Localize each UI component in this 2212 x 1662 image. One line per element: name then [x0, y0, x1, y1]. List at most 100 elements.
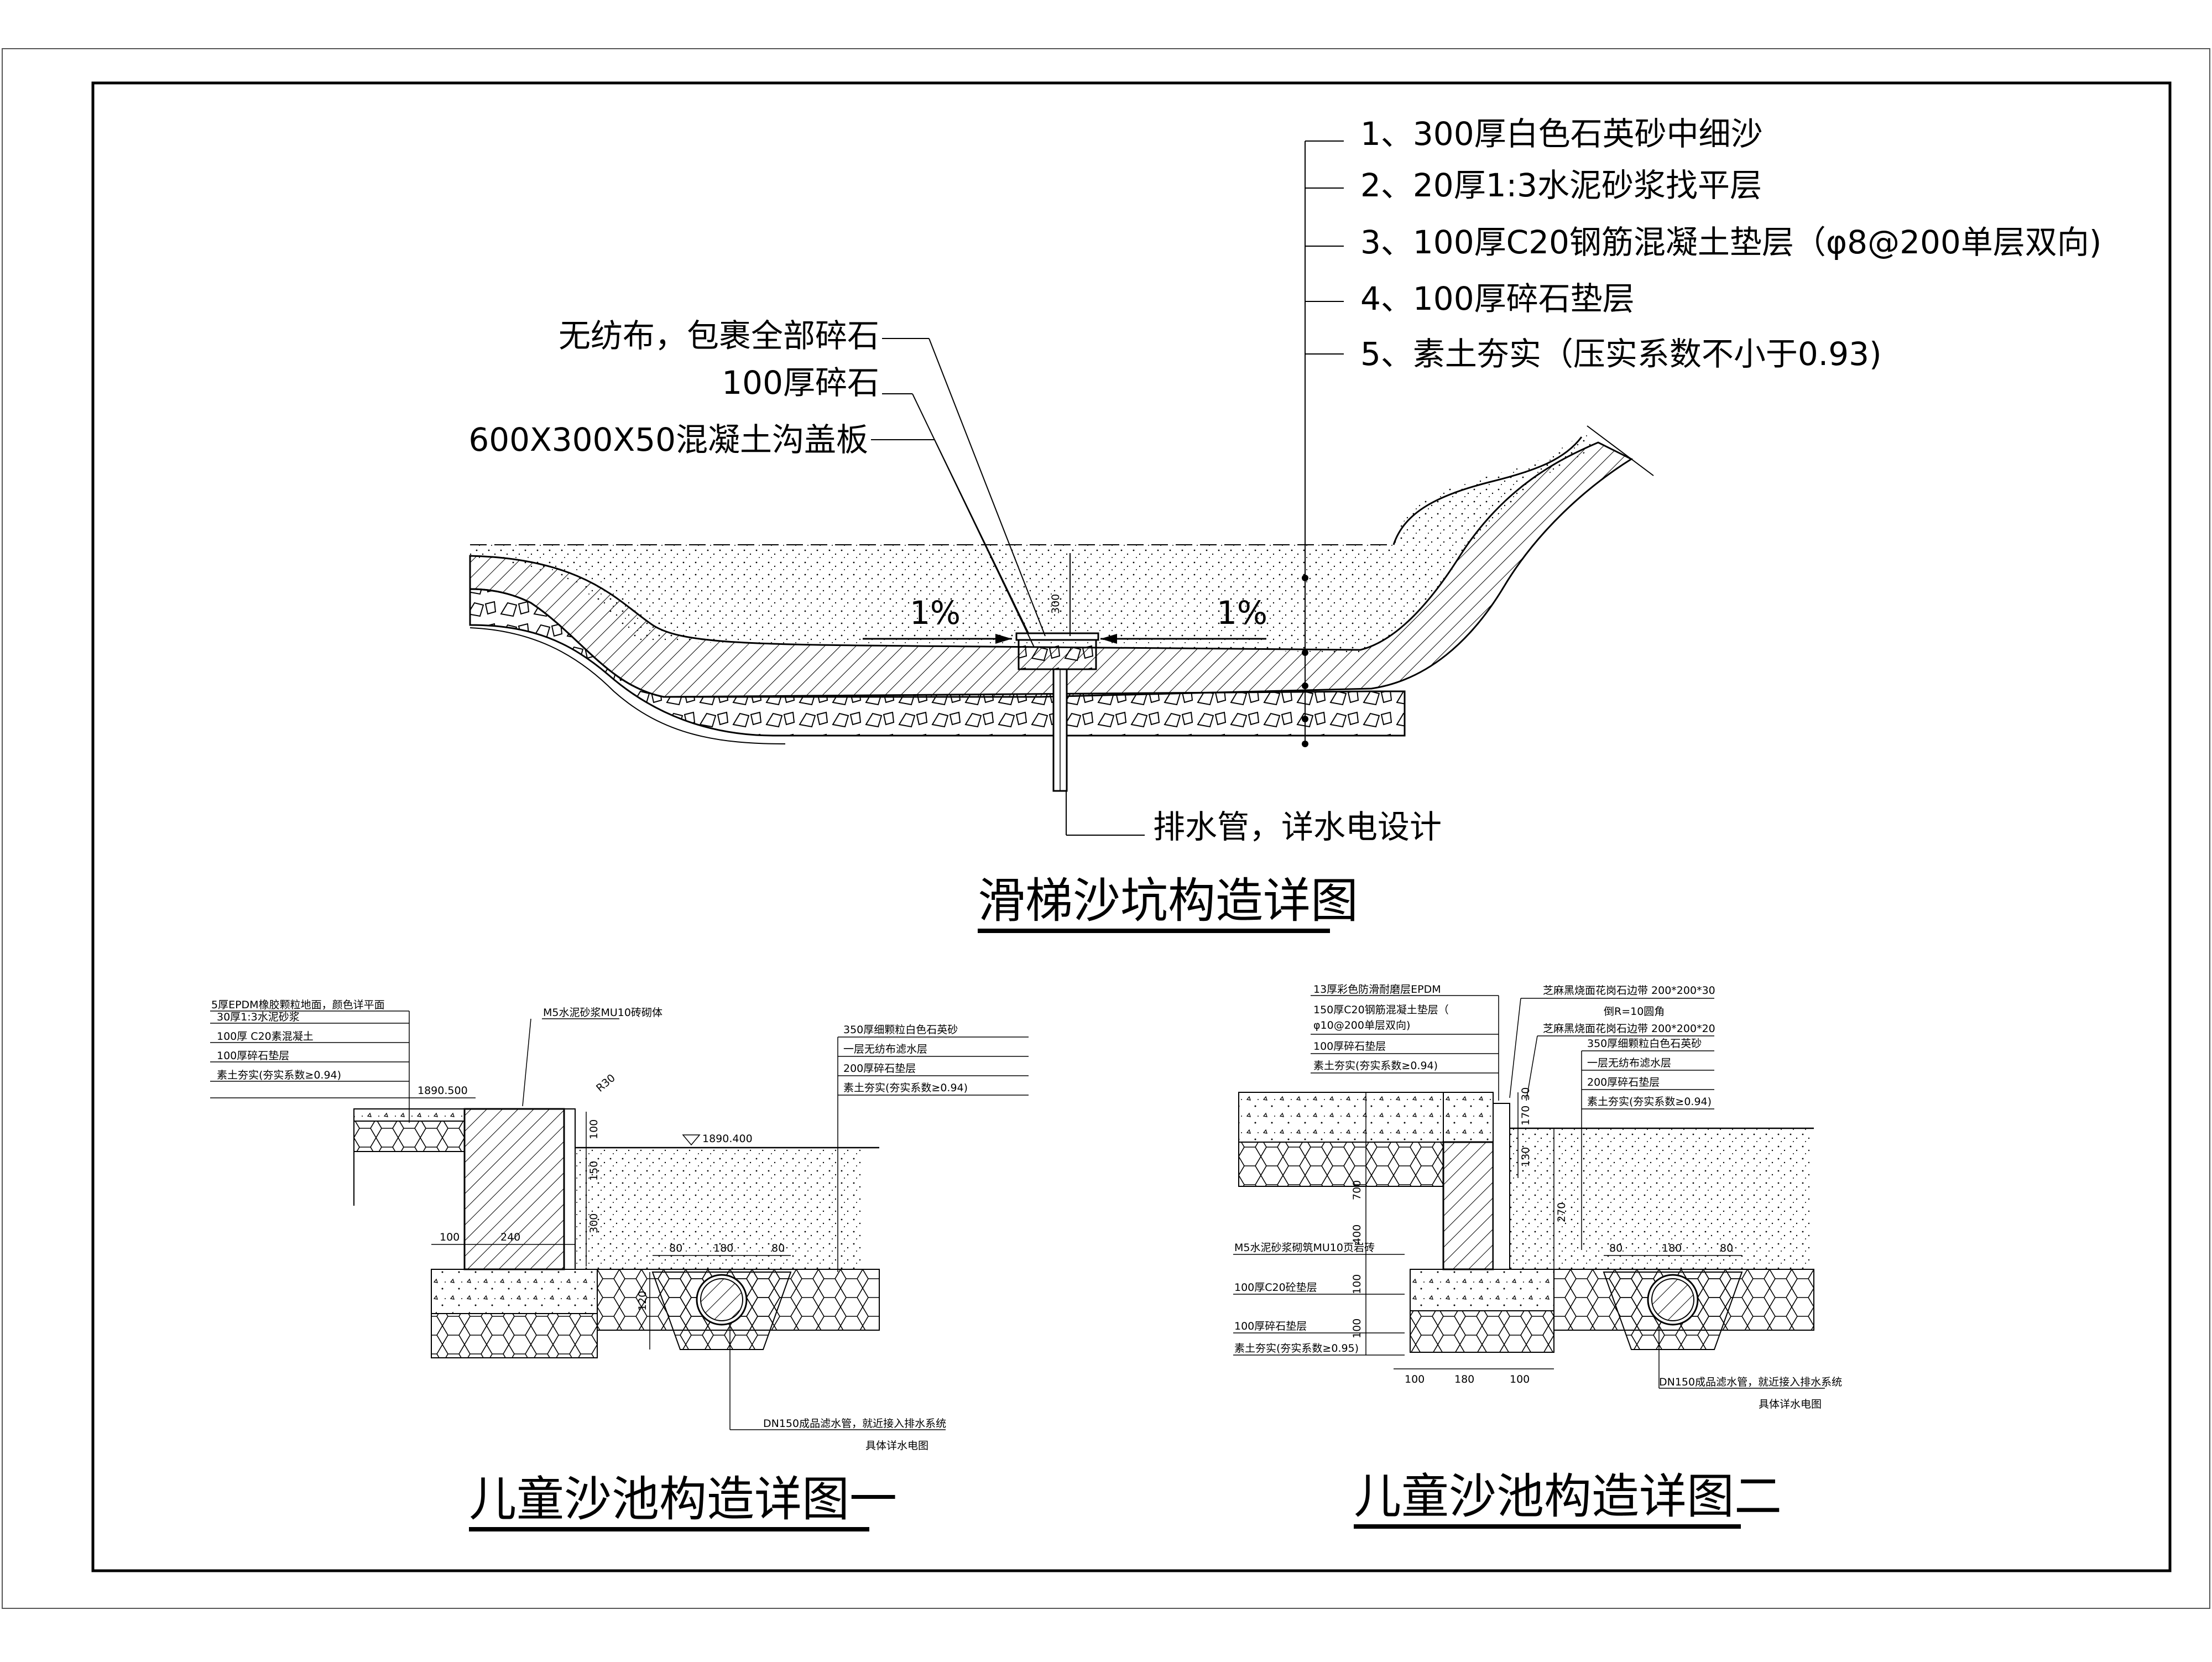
sandbox2-lower-notes: M5水泥砂浆砌筑MU10页岩砖 100厚C20砼垫层 100厚碎石垫层 素土夯实…	[1233, 1242, 1405, 1356]
sb2-dim-9: 100	[1405, 1373, 1425, 1385]
sb2-low-1: M5水泥砂浆砌筑MU10页岩砖	[1234, 1242, 1375, 1254]
inner-frame	[91, 81, 2172, 1572]
sandbox2-section: 13厚彩色防滑耐磨层EPDM 150厚C20钢筋混凝土垫层（ φ10@200单层…	[1233, 983, 1842, 1529]
sb2-pipe-note-2: 具体详水电图	[1759, 1398, 1822, 1410]
note-leader-a	[928, 338, 1046, 637]
sb1-note-3: 100厚 C20素混凝土	[217, 1030, 314, 1043]
slope-arrowhead-left	[995, 634, 1012, 644]
sb1-note-4: 100厚碎石垫层	[217, 1050, 289, 1062]
slide-pit-title: 滑梯沙坑构造详图	[978, 873, 1358, 929]
sandbox2-top-notes: 芝麻黑烧面花岗石边带 200*200*30 倒R=10圆角 芝麻黑烧面花岗石边带…	[1509, 984, 1715, 1250]
leader-dot-4	[1302, 716, 1308, 722]
sb2-dim-13: 180	[1662, 1242, 1682, 1254]
sb2-dim-11: 100	[1510, 1373, 1530, 1385]
sb1-r-label: R30	[594, 1072, 618, 1095]
sb2-note-2: 150厚C20钢筋混凝土垫层（	[1313, 1004, 1449, 1016]
sb2-note-5: 素土夯实(夯实系数≥0.94)	[1313, 1060, 1438, 1072]
sb2-top-4: 350厚细颗粒白色石英砂	[1587, 1038, 1702, 1050]
sandbox1-left-notes: 5厚EPDM橡胶颗粒地面，颜色详平面 30厚1:3水泥砂浆 100厚 C20素混…	[210, 999, 410, 1123]
sb1-wall-cap	[564, 1108, 576, 1270]
sb2-pipe-inner	[1651, 1278, 1694, 1321]
slide-pit-section: 1% 1% 300 1、300厚白色石英砂中细沙 2、20厚1:3水泥砂浆找平层…	[468, 115, 2101, 933]
layer-note-5: 5、素土夯实（压实系数不小于0.93)	[1360, 335, 1882, 373]
sb1-left-gravel	[353, 1121, 465, 1152]
sb2-dim-3: 130	[1520, 1147, 1532, 1167]
sb1-wall-leader	[522, 1018, 531, 1107]
slope-left-label: 1%	[910, 594, 961, 632]
sb2-dim-6: 100	[1351, 1274, 1363, 1294]
sb1-pipe-note-1: DN150成品滤水管，就近接入排水系统	[763, 1418, 946, 1430]
sb1-dim-7: 180	[713, 1242, 733, 1254]
drain-trench	[1018, 635, 1097, 670]
sb1-rnote-2: 一层无纺布滤水层	[843, 1043, 927, 1055]
slope-arrowhead-right	[1100, 634, 1117, 644]
slide-edge-hatch	[1587, 425, 1654, 476]
sb2-edge-block	[1443, 1092, 1494, 1143]
sb1-note-5: 素土夯实(夯实系数≥0.94)	[217, 1069, 341, 1081]
sb2-top-2: 倒R=10圆角	[1604, 1005, 1665, 1018]
sb1-foundation-gravel	[431, 1313, 598, 1358]
sb1-sand	[575, 1148, 863, 1269]
sb2-brick-wall	[1442, 1141, 1494, 1270]
sb2-note-4: 100厚碎石垫层	[1313, 1040, 1386, 1053]
pit-note-geotextile: 无纺布，包裹全部碎石	[559, 317, 879, 355]
sb1-wall-note: M5水泥砂浆MU10砖砌体	[543, 1007, 662, 1019]
trench-cover-plate	[1015, 632, 1099, 641]
sb2-left-gravel	[1238, 1142, 1444, 1187]
sb2-dim-10: 180	[1454, 1373, 1474, 1385]
sb1-rnote-3: 200厚碎石垫层	[843, 1062, 916, 1075]
gravel-layer	[469, 588, 1406, 737]
sb1-left-soil-edge	[353, 1151, 465, 1206]
sb2-dimensions: 30 170 130 700 400 100 100 270 100 180 1…	[1351, 1087, 1742, 1385]
sb2-wall-liner	[1493, 1103, 1510, 1270]
leader-dot-5	[1302, 741, 1308, 747]
sb1-epdm-layer	[353, 1108, 465, 1122]
pit-drain-note: 排水管，详水电设计	[1153, 808, 1442, 846]
sb2-low-2: 100厚C20砼垫层	[1234, 1281, 1317, 1294]
sb2-top-7: 素土夯实(夯实系数≥0.94)	[1587, 1096, 1712, 1108]
sandbox2-title: 儿童沙池构造详图二	[1354, 1469, 1782, 1524]
sandbox1-right-notes: 350厚细颗粒白色石英砂 一层无纺布滤水层 200厚碎石垫层 素土夯实(夯实系数…	[837, 1024, 1029, 1272]
sb2-low-4: 素土夯实(夯实系数≥0.95)	[1234, 1342, 1359, 1354]
sb2-dim-5: 400	[1351, 1225, 1363, 1244]
sb2-note-3: φ10@200单层双向)	[1313, 1019, 1410, 1031]
sb2-dim-8: 270	[1556, 1202, 1568, 1222]
outer-frame	[2, 48, 2210, 1609]
note-leader-c	[934, 439, 1029, 634]
sb2-note-1: 13厚彩色防滑耐磨层EPDM	[1313, 983, 1441, 996]
sandbox1-title: 儿童沙池构造详图一	[469, 1472, 897, 1527]
sb1-dim-3: 300	[588, 1213, 600, 1233]
sb2-left-slab	[1238, 1092, 1444, 1143]
sb2-top-1: 芝麻黑烧面花岗石边带 200*200*30	[1543, 984, 1715, 997]
sb1-dimensions: 100 150 300 100 240 80 180 80 120	[431, 1112, 791, 1350]
sb2-dim-14: 80	[1720, 1242, 1733, 1254]
leader-dot-1	[1302, 575, 1308, 581]
sb1-brick-wall	[463, 1108, 565, 1270]
sb2-dim-4: 700	[1351, 1180, 1363, 1200]
sb1-dim-8: 80	[771, 1242, 785, 1254]
pit-note-cover: 600X300X50混凝土沟盖板	[468, 421, 868, 459]
sb2-sand	[1510, 1128, 1814, 1269]
sandbox2-left-notes: 13厚彩色防滑耐磨层EPDM 150厚C20钢筋混凝土垫层（ φ10@200单层…	[1311, 983, 1499, 1101]
sb1-note-1: 5厚EPDM橡胶颗粒地面，颜色详平面	[211, 999, 385, 1011]
layer-note-2: 2、20厚1:3水泥砂浆找平层	[1360, 166, 1762, 204]
sb2-foundation-concrete	[1410, 1269, 1554, 1311]
layer-note-1: 1、300厚白色石英砂中细沙	[1360, 115, 1763, 153]
sand-fill	[470, 431, 1593, 653]
sb1-pipe-inner	[700, 1278, 743, 1321]
sb1-dim-9: 120	[637, 1291, 649, 1311]
sandbox1-section: 5厚EPDM橡胶颗粒地面，颜色详平面 30厚1:3水泥砂浆 100厚 C20素混…	[210, 999, 1029, 1531]
sb1-rnote-4: 素土夯实(夯实系数≥0.94)	[843, 1082, 968, 1094]
sb2-foundation-gravel	[1410, 1310, 1554, 1353]
soil-edge	[469, 627, 786, 744]
sb2-top-3: 芝麻黑烧面花岗石边带 200*200*20	[1543, 1023, 1715, 1035]
leader-dot-2	[1302, 649, 1308, 656]
sb1-pipe-note-2: 具体详水电图	[865, 1440, 928, 1452]
sb1-dim-5: 240	[500, 1231, 520, 1243]
sb1-dim-2: 150	[588, 1161, 600, 1181]
dim-300-label: 300	[1050, 594, 1062, 614]
sb1-dim-1: 100	[588, 1119, 600, 1139]
sb2-dim-2: 170	[1520, 1106, 1532, 1126]
sb1-elev-marker	[682, 1134, 701, 1146]
